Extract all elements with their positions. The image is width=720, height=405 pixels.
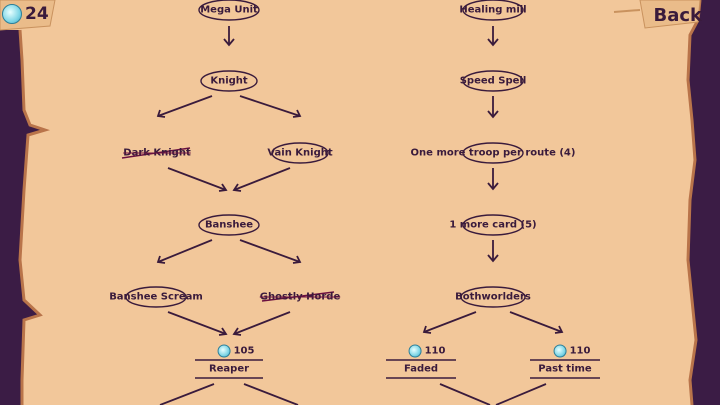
right-border <box>688 0 720 405</box>
node-knight[interactable]: Knight <box>210 75 248 87</box>
top-right-edge <box>613 9 641 13</box>
node-faded[interactable]: Faded <box>403 363 439 375</box>
node-vain-knight[interactable]: Vain Knight <box>267 147 333 159</box>
node-one-more-troop[interactable]: One more troop per route (4) <box>410 147 576 159</box>
node-one-more-card[interactable]: 1 more card (5) <box>449 219 537 231</box>
back-button[interactable]: Back <box>653 5 702 26</box>
node-mega-unit[interactable]: Mega Unit <box>200 4 258 16</box>
node-dark-knight[interactable]: Dark Knight <box>123 147 191 159</box>
left-border-edge <box>18 29 51 405</box>
faded-cost: 110 <box>408 344 445 358</box>
node-ovals <box>125 0 526 308</box>
node-banshee-scream[interactable]: Banshee Scream <box>109 291 203 303</box>
skull-gem-icon <box>408 344 422 358</box>
skull-gem-icon <box>553 344 567 358</box>
left-border <box>0 30 45 405</box>
node-banshee[interactable]: Banshee <box>204 219 254 231</box>
node-bothworlders[interactable]: Bothworlders <box>455 291 531 303</box>
node-past-time[interactable]: Past time <box>538 363 592 375</box>
node-healing-mill[interactable]: Healing mill <box>459 4 527 16</box>
node-reaper[interactable]: Reaper <box>208 363 250 375</box>
currency-value: 24 <box>25 4 49 24</box>
node-ghostly-horde[interactable]: Ghostly Horde <box>259 291 341 303</box>
skull-gem-icon <box>2 4 22 24</box>
strike-lines <box>121 147 335 302</box>
right-border-edge <box>686 0 702 405</box>
currency-counter: 24 <box>2 4 49 24</box>
top-right-frame <box>639 0 701 29</box>
connectors <box>156 26 564 405</box>
reaper-cost: 105 <box>217 344 254 358</box>
node-speed-spell[interactable]: Speed Spell <box>459 75 527 87</box>
past-time-cost: 110 <box>553 344 590 358</box>
locked-underlines <box>195 359 600 379</box>
skull-gem-icon <box>217 344 231 358</box>
